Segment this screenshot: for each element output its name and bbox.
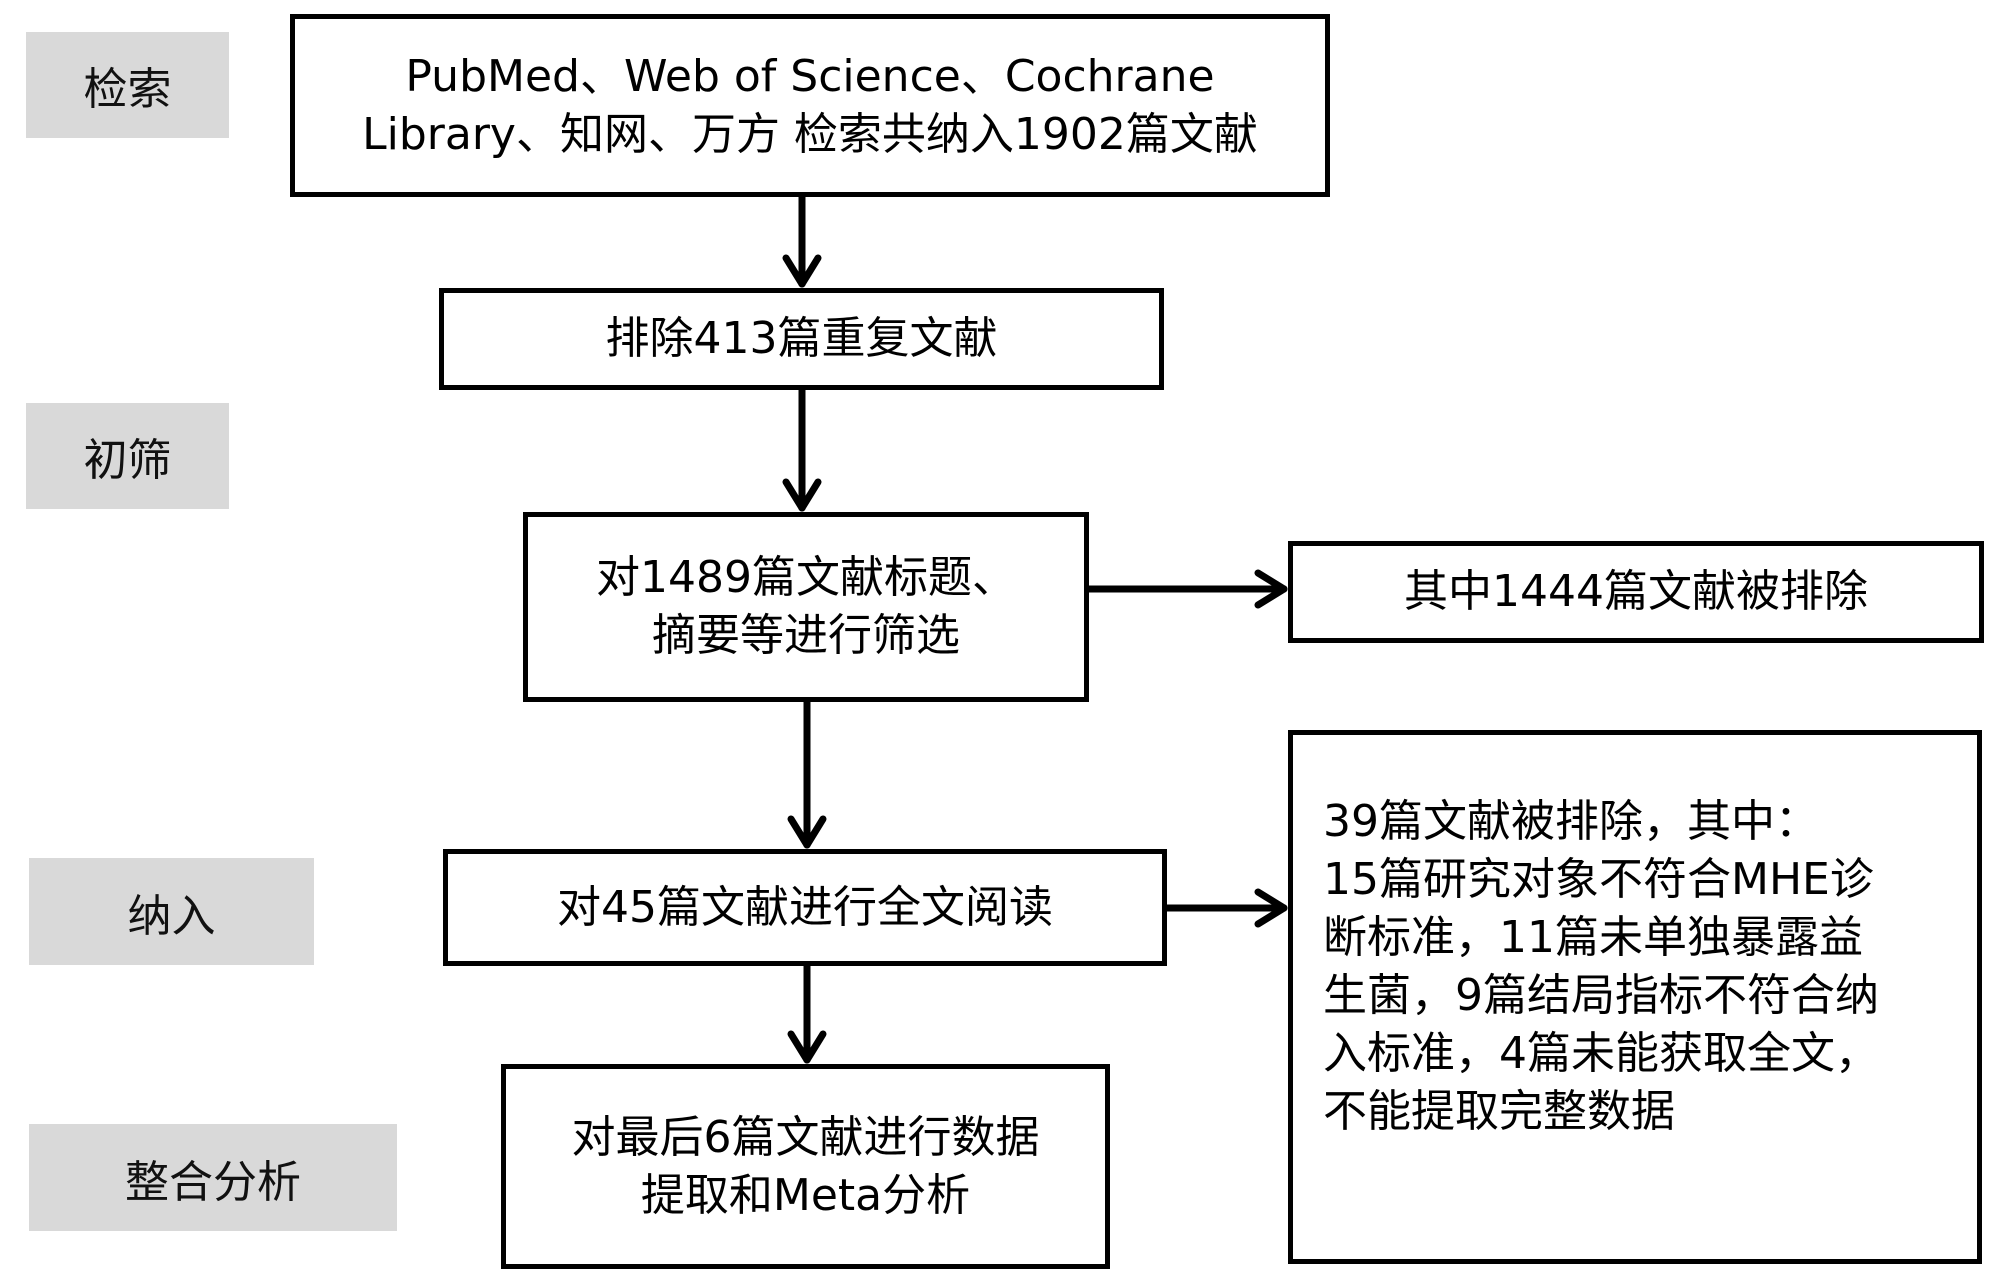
node-text-line: 断标准，11篇未单独暴露益 bbox=[1323, 912, 1863, 963]
stage-label-search: 检索 bbox=[26, 32, 229, 138]
stage-label-text: 整合分析 bbox=[125, 1156, 301, 1208]
node-text-line: 39篇文献被排除，其中： bbox=[1323, 796, 1819, 847]
arrow-n3-n4 bbox=[787, 698, 827, 849]
stage-label-screening: 初筛 bbox=[26, 403, 229, 509]
node-text-line: 提取和Meta分析 bbox=[640, 1169, 971, 1221]
node-data-extraction-meta: 对最后6篇文献进行数据 提取和Meta分析 bbox=[501, 1064, 1110, 1269]
node-text-line: PubMed、Web of Science、Cochrane bbox=[405, 50, 1215, 102]
node-text-line: 对45篇文献进行全文阅读 bbox=[557, 881, 1053, 933]
stage-label-text: 检索 bbox=[83, 64, 172, 115]
node-text-line: Library、知网、万方 检索共纳入1902篇文献 bbox=[362, 108, 1258, 160]
node-text-line: 对1489篇文献标题、 bbox=[596, 552, 1016, 603]
node-text-line: 15篇研究对象不符合MHE诊 bbox=[1323, 854, 1874, 905]
stage-label-text: 初筛 bbox=[83, 435, 172, 486]
node-full-text-review: 对45篇文献进行全文阅读 bbox=[443, 849, 1167, 966]
arrow-n1-n2 bbox=[782, 193, 822, 288]
node-remove-duplicates: 排除413篇重复文献 bbox=[439, 288, 1164, 390]
node-title-abstract-screening: 对1489篇文献标题、 摘要等进行筛选 bbox=[523, 512, 1089, 702]
node-text-line: 不能提取完整数据 bbox=[1323, 1086, 1675, 1137]
arrow-n4-n5 bbox=[787, 962, 827, 1064]
node-database-search: PubMed、Web of Science、Cochrane Library、知… bbox=[290, 14, 1330, 197]
node-text-line: 入标准，4篇未能获取全文， bbox=[1323, 1028, 1879, 1079]
stage-label-text: 纳入 bbox=[127, 890, 216, 942]
node-text-line: 生菌，9篇结局指标不符合纳 bbox=[1323, 970, 1879, 1021]
node-excluded-screening: 其中1444篇文献被排除 bbox=[1288, 541, 1984, 643]
arrow-n2-n3 bbox=[782, 386, 822, 512]
node-excluded-full-text: 39篇文献被排除，其中： 15篇研究对象不符合MHE诊 断标准，11篇未单独暴露… bbox=[1288, 730, 1982, 1264]
node-text-line: 对最后6篇文献进行数据 bbox=[571, 1111, 1040, 1163]
arrow-n3-n3x bbox=[1084, 569, 1288, 609]
node-text-line: 摘要等进行筛选 bbox=[651, 610, 960, 661]
node-text-line: 排除413篇重复文献 bbox=[605, 313, 998, 364]
arrow-n4-n4x bbox=[1163, 888, 1288, 928]
node-text-line: 其中1444篇文献被排除 bbox=[1404, 566, 1868, 617]
stage-label-synthesis: 整合分析 bbox=[29, 1124, 397, 1231]
stage-label-inclusion: 纳入 bbox=[29, 858, 314, 965]
